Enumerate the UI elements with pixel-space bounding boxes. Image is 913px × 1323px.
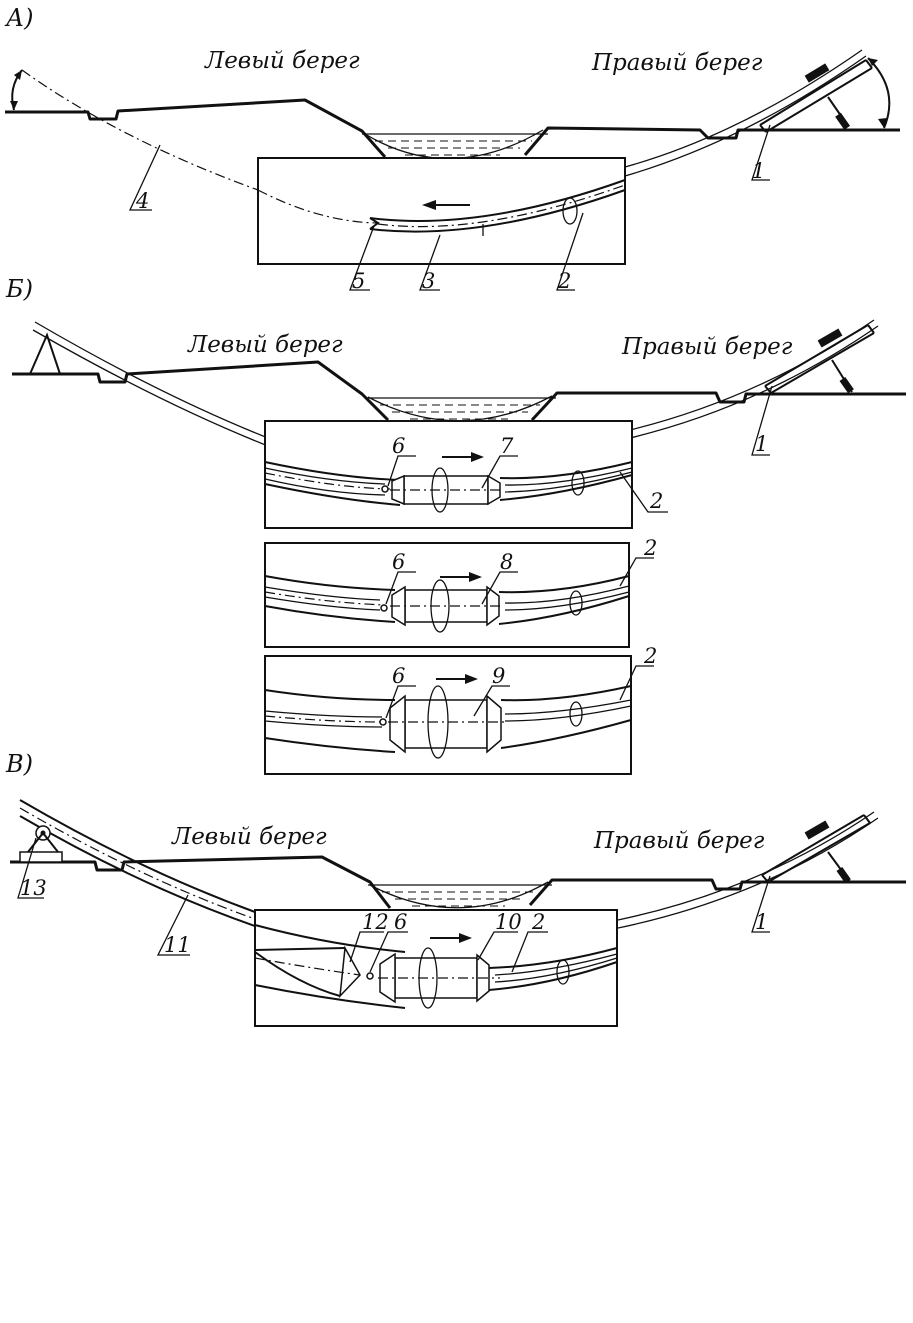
- panel-v-ground-right: [530, 880, 906, 905]
- panel-v-inset: 12 6 10 2: [255, 910, 617, 1026]
- panel-a-ground-left: [5, 100, 385, 157]
- panel-a-callout-5: 5: [352, 269, 365, 293]
- panel-v-callout-13: 13: [20, 876, 47, 900]
- panel-b-ground-right: [532, 393, 906, 420]
- panel-a-ground-right: [525, 128, 900, 155]
- panel-b-inset-2-callout-6: 6: [392, 550, 405, 574]
- panel-v-left-bank: Левый берег: [171, 824, 327, 850]
- panel-v-ground-left: [10, 857, 390, 908]
- panel-a-callout-4: 4: [135, 189, 149, 213]
- panel-v: В) Левый берег Правый берег: [5, 750, 906, 1026]
- panel-b: Б) Левый берег Правый берег: [5, 275, 906, 774]
- panel-v-callout-2: 2: [531, 910, 545, 934]
- panel-a-pilot-trajectory: [22, 70, 258, 190]
- panel-v-callout-10: 10: [495, 910, 522, 934]
- panel-a-callout-1: 1: [752, 159, 765, 183]
- panel-b-inset-2: 6 8 2: [265, 536, 657, 647]
- panel-b-inset-3-callout-9: 9: [492, 664, 505, 688]
- panel-a-callout-3: 3: [422, 269, 435, 293]
- panel-v-callout-6: 6: [394, 910, 407, 934]
- panel-v-right-bank: Правый берег: [593, 828, 765, 854]
- panel-v-label: В): [5, 750, 33, 778]
- panel-b-inset-3-callout-6: 6: [392, 664, 405, 688]
- panel-b-inset-1: 6 7 2: [265, 421, 668, 528]
- panel-b-left-bank: Левый берег: [187, 332, 343, 358]
- panel-a-inset: [258, 158, 625, 264]
- panel-v-water-hatch: [382, 892, 538, 906]
- panel-b-exit-support: [30, 335, 60, 374]
- panel-b-inset-2-callout-2: 2: [643, 536, 657, 560]
- panel-b-callout-1: 1: [755, 432, 768, 456]
- panel-a-drilling-rig: [760, 60, 872, 132]
- panel-b-right-bank: Правый берег: [621, 334, 793, 360]
- panel-a-water-hatch: [375, 141, 532, 155]
- panel-v-river-bed: [370, 882, 548, 908]
- panel-a-right-bank: Правый берег: [591, 50, 763, 76]
- panel-v-callout-1: 1: [755, 910, 768, 934]
- panel-b-inset-3-callout-2: 2: [643, 644, 657, 668]
- panel-a-label: А): [4, 4, 34, 32]
- panel-b-river-bed: [368, 396, 552, 421]
- panel-v-callout-12: 12: [362, 910, 389, 934]
- panel-a-callout-2: 2: [557, 269, 571, 293]
- panel-b-inset-1-callout-2: 2: [649, 489, 663, 513]
- panel-b-ground-left: [12, 362, 388, 420]
- panel-v-callout-11: 11: [164, 933, 191, 957]
- panel-b-inset-1-callout-7: 7: [500, 434, 514, 458]
- panel-a: А) Левый берег Правый берег: [4, 4, 900, 293]
- panel-v-roller-support: [20, 826, 62, 862]
- panel-a-left-bank: Левый берег: [204, 48, 360, 74]
- panel-b-inset-2-callout-8: 8: [500, 550, 513, 574]
- panel-b-label: Б): [5, 275, 33, 303]
- panel-b-inset-3: 6 9 2: [265, 644, 657, 774]
- panel-b-inset-1-callout-6: 6: [392, 434, 405, 458]
